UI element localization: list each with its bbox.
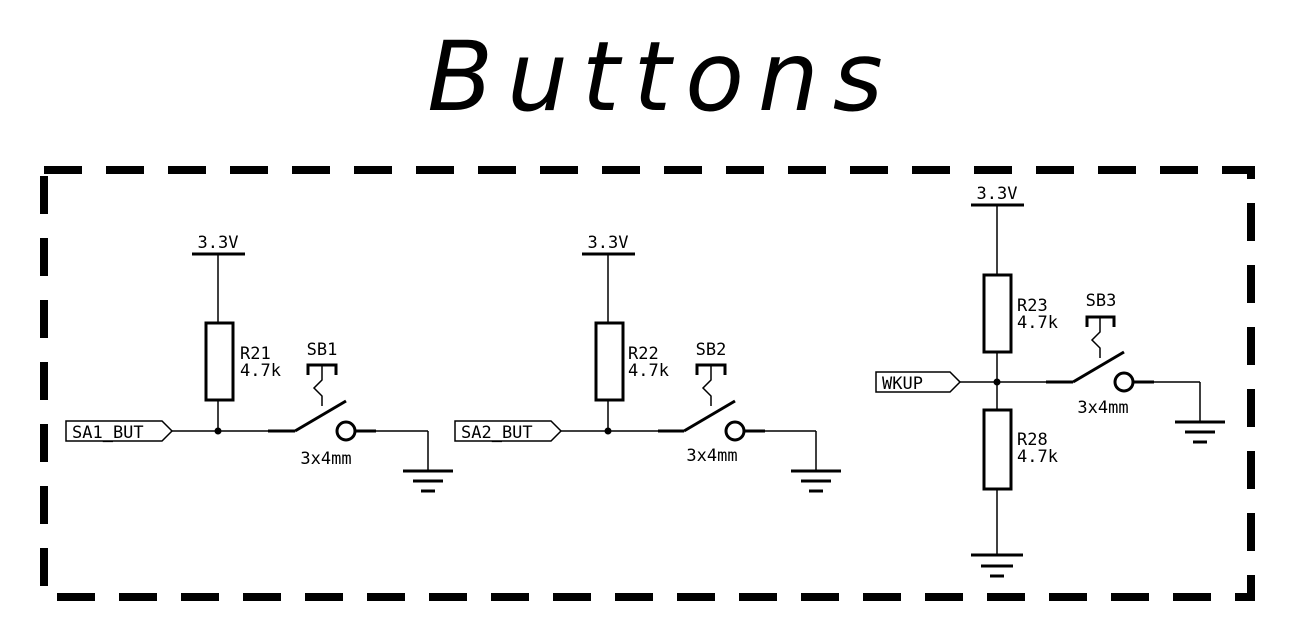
sheet-title: Buttons (427, 21, 897, 133)
power-label: 3.3V (588, 233, 629, 253)
power-label: 3.3V (198, 233, 239, 253)
junction-dot (604, 427, 612, 435)
power-symbol-3v3: 3.3V (192, 233, 245, 323)
resistor-ref: R28 (1017, 430, 1048, 450)
net-label-text: SA2_BUT (461, 423, 533, 443)
switch-ref: SB1 (307, 340, 338, 360)
resistor-value: 4.7k (1017, 313, 1058, 333)
resistor-ref: R21 (240, 344, 271, 364)
resistor-r21: R21 4.7k (204, 321, 281, 402)
junction-dot (993, 378, 1001, 386)
resistor-ref: R22 (628, 344, 659, 364)
button-circuit-sb1: 3.3V R21 4.7k SA1_BUT SB1 3x4mm (65, 233, 453, 493)
ground-symbol (403, 469, 453, 493)
power-symbol-3v3: 3.3V (582, 233, 635, 323)
switch-sb2: SB2 3x4mm (658, 340, 765, 466)
switch-footprint: 3x4mm (300, 449, 351, 469)
ground-symbol (971, 553, 1023, 578)
net-label-sa1-but: SA1_BUT (65, 420, 174, 443)
switch-sb3: SB3 3x4mm (1046, 291, 1154, 418)
resistor-value: 4.7k (240, 361, 281, 381)
ground-symbol (791, 469, 841, 493)
ground-symbol (1175, 420, 1225, 444)
power-symbol-3v3: 3.3V (971, 184, 1024, 275)
button-circuit-sb3: 3.3V R23 4.7k R28 4.7k WKUP (875, 184, 1225, 578)
resistor-ref: R23 (1017, 296, 1048, 316)
power-label: 3.3V (977, 184, 1018, 204)
resistor-value: 4.7k (1017, 447, 1058, 467)
switch-ref: SB3 (1086, 291, 1117, 311)
switch-sb1: SB1 3x4mm (268, 340, 376, 469)
switch-footprint: 3x4mm (686, 446, 737, 466)
net-label-sa2-but: SA2_BUT (454, 420, 563, 443)
junction-dot (214, 427, 222, 435)
group-border (40, 166, 1255, 601)
switch-ref: SB2 (696, 340, 727, 360)
net-label-text: WKUP (882, 374, 923, 394)
resistor-r23: R23 4.7k (982, 273, 1058, 354)
resistor-r22: R22 4.7k (594, 321, 669, 402)
net-label-text: SA1_BUT (72, 423, 144, 443)
button-circuit-sb2: 3.3V R22 4.7k SA2_BUT SB2 3x4mm (454, 233, 841, 493)
resistor-value: 4.7k (628, 361, 669, 381)
switch-footprint: 3x4mm (1077, 398, 1128, 418)
net-label-wkup: WKUP (875, 371, 962, 394)
resistor-r28: R28 4.7k (982, 408, 1058, 491)
